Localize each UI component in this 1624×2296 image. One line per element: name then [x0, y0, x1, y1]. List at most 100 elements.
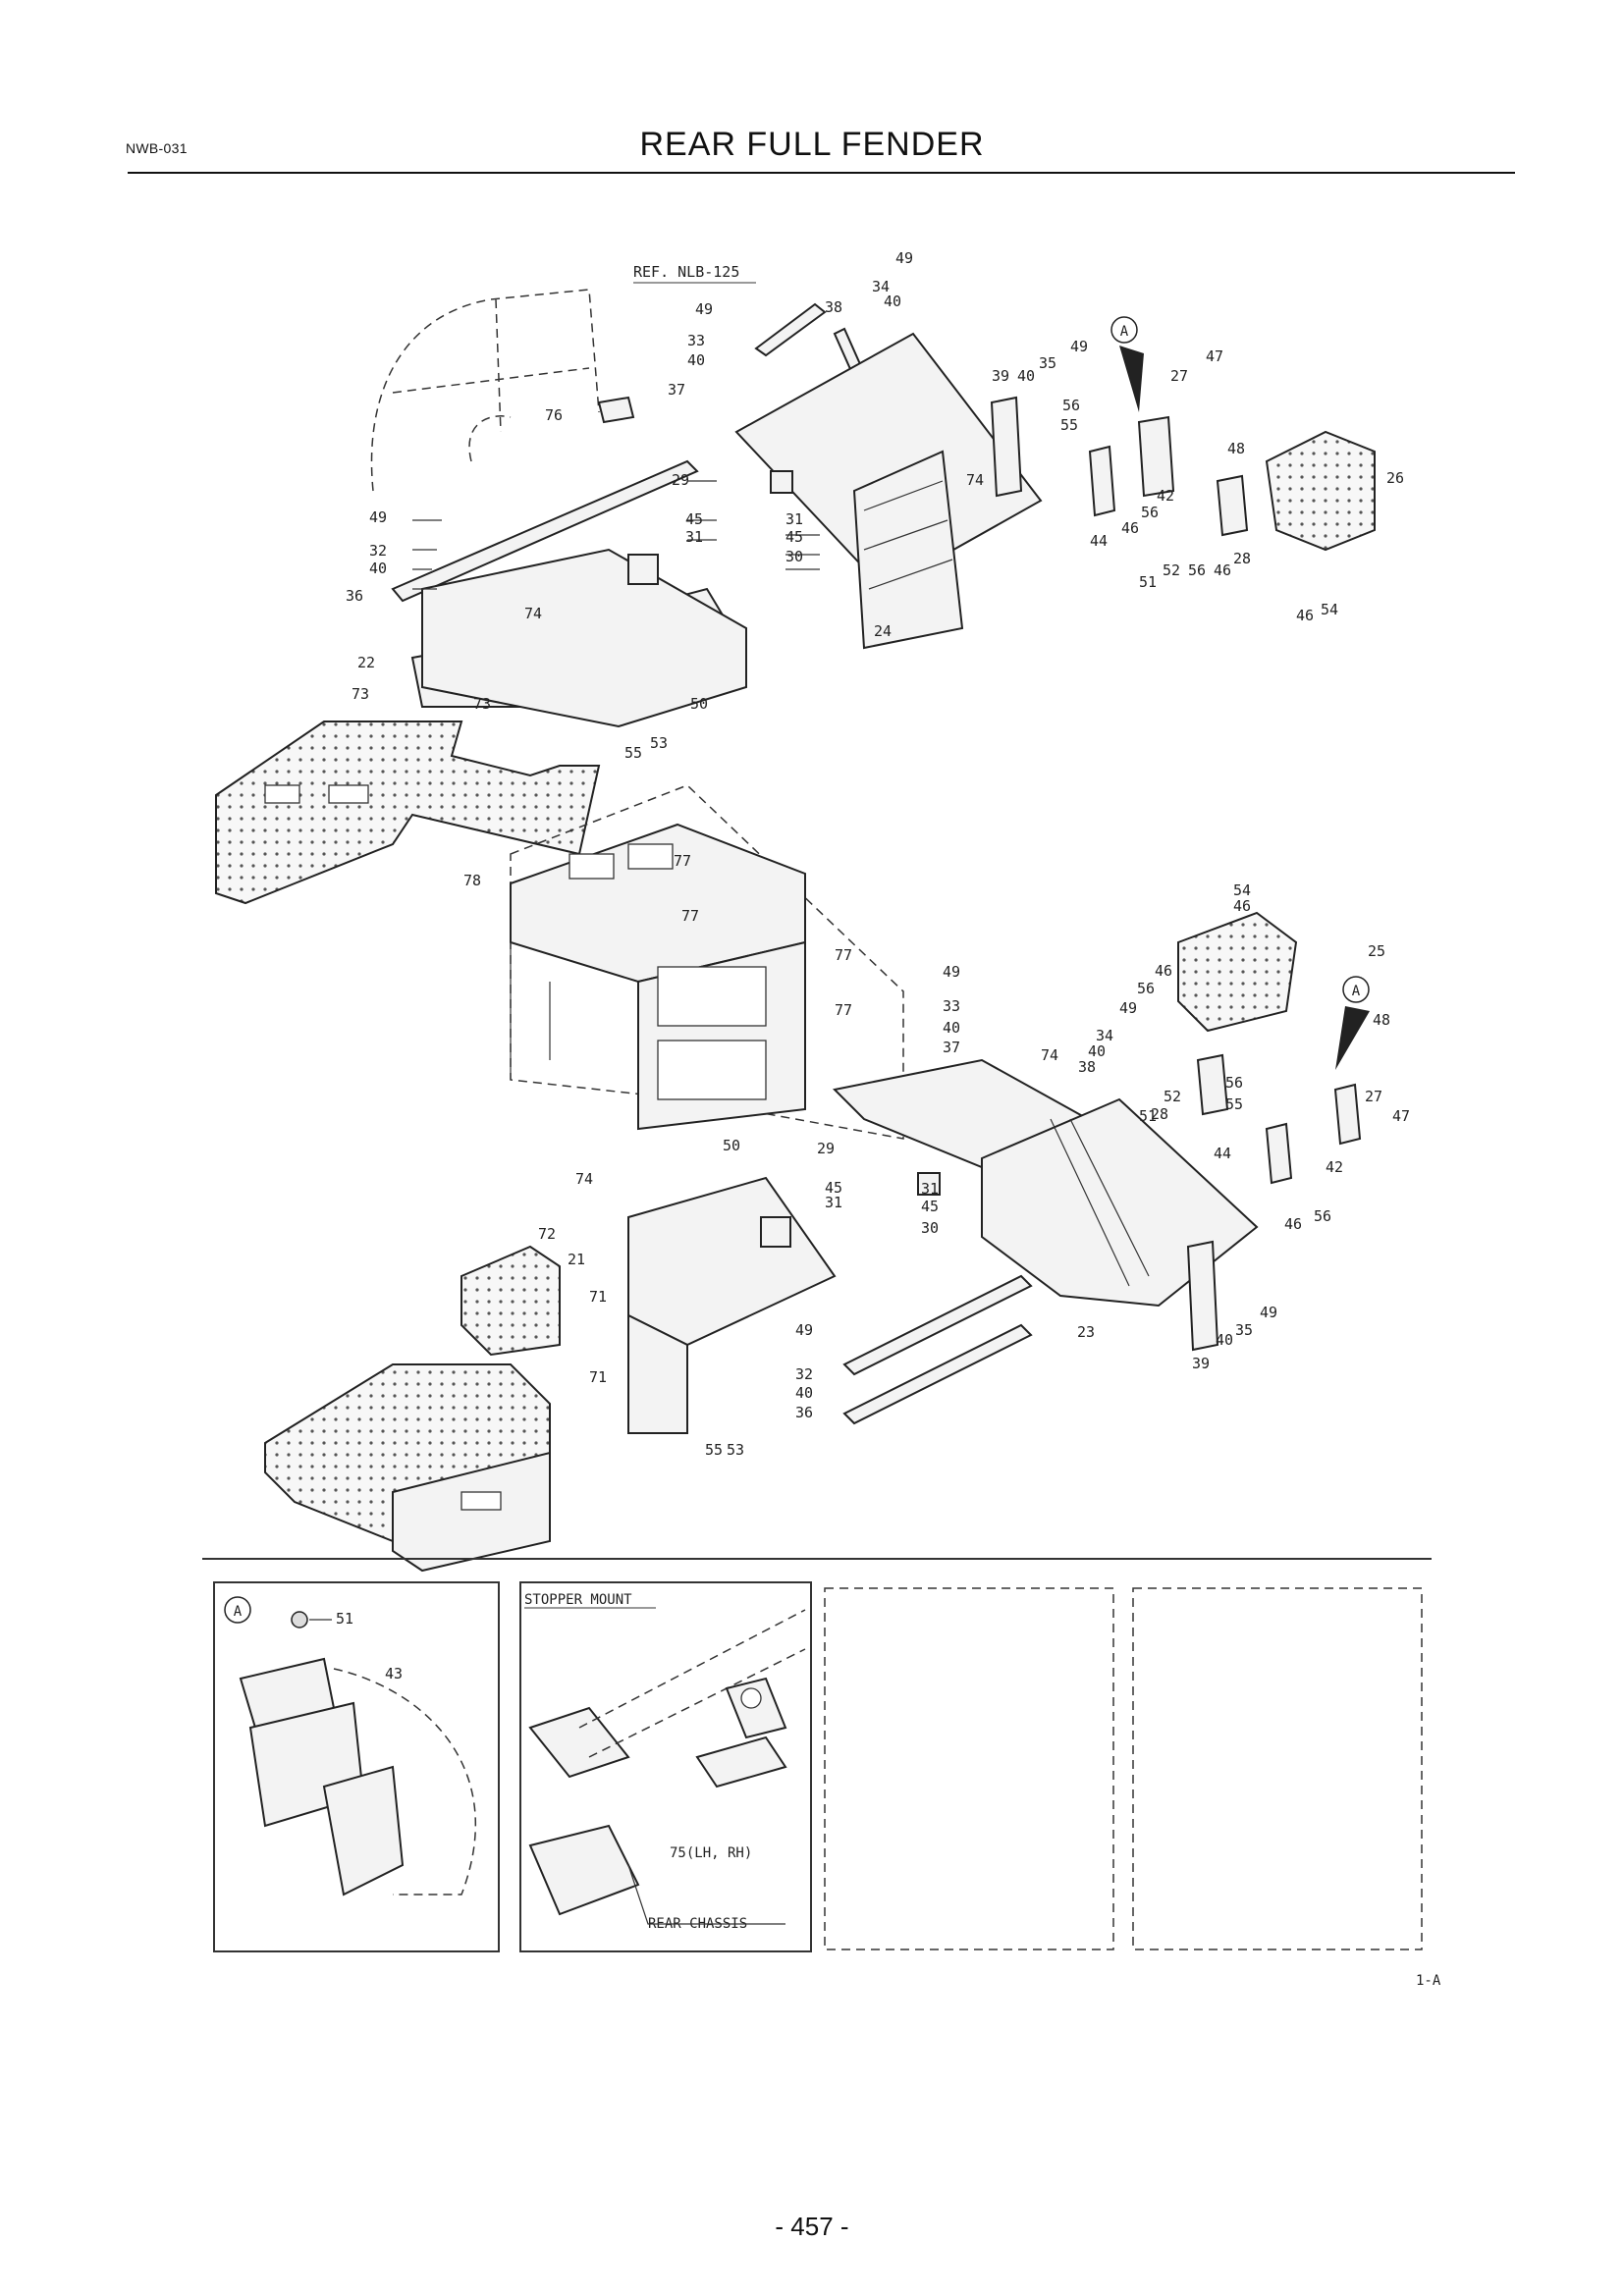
- bracket-44-lower: [1265, 1122, 1293, 1185]
- part-number-label: 54: [1233, 881, 1251, 899]
- bracket-28-lower: [1196, 1053, 1229, 1116]
- part-number-label: 40: [687, 351, 705, 369]
- part-number-label: 34: [872, 278, 890, 295]
- bracket-42: [1137, 415, 1175, 498]
- fender-24: [734, 332, 1043, 591]
- page-title: REAR FULL FENDER: [639, 126, 985, 163]
- rubber-mount-lower: [917, 1172, 941, 1196]
- part-number-label: 77: [835, 946, 852, 964]
- cab-frame: [510, 784, 904, 1140]
- document-code: NWB-031: [126, 140, 188, 156]
- plate-39-lower: [1186, 1240, 1219, 1352]
- part-number-label: 22: [357, 654, 375, 671]
- part-number-label: 23: [1077, 1323, 1095, 1341]
- part-number-label: 31: [685, 528, 703, 546]
- part-number-label: 56: [1188, 561, 1206, 579]
- part-number-label: 47: [1392, 1107, 1410, 1125]
- strip-32-lower: [842, 1323, 1033, 1425]
- part-number-label: 40: [943, 1019, 960, 1037]
- floor-plate-72: [460, 1245, 561, 1357]
- part-number-label: 32: [795, 1365, 813, 1383]
- part-number-label: 40: [1216, 1331, 1233, 1349]
- part-number-label: 27: [1170, 367, 1188, 385]
- part-number-label: 45: [825, 1179, 842, 1197]
- part-number-label: 49: [695, 300, 713, 318]
- part-number-label: 74: [524, 605, 542, 622]
- part-number-label: 26: [1386, 469, 1404, 487]
- plate-39: [990, 396, 1023, 498]
- part-number-label: 40: [884, 293, 901, 310]
- strip-36: [391, 459, 699, 603]
- inset-blank-1: [824, 1587, 1114, 1950]
- part-number-label: 36: [795, 1404, 813, 1421]
- tool-box-25: [1177, 911, 1298, 1033]
- part-number-label: 78: [463, 872, 481, 889]
- part-number-label: 48: [1373, 1011, 1390, 1029]
- part-number-label: 74: [966, 471, 984, 489]
- part-number-label: 44: [1090, 532, 1108, 550]
- callout-a-lower: A: [1335, 976, 1370, 1070]
- part-number-label: 49: [1070, 338, 1088, 355]
- part-number-label: 45: [785, 528, 803, 546]
- part-number-label: 55: [705, 1441, 723, 1459]
- part-number-label: 44: [1214, 1145, 1231, 1162]
- part-number-label: 77: [835, 1001, 852, 1019]
- part-number-label: 25: [1368, 942, 1385, 960]
- mount-29: [627, 554, 659, 585]
- part-number-label: 36: [346, 587, 363, 605]
- part-number-label: 32: [369, 542, 387, 560]
- part-number-label: 71: [589, 1368, 607, 1386]
- part-number-label: 40: [1088, 1042, 1106, 1060]
- part-number-label: 56: [1137, 980, 1155, 997]
- part-number-label: 55: [624, 744, 642, 762]
- stopper-mount-title: STOPPER MOUNT: [524, 1592, 632, 1608]
- inset-blank-2: [1132, 1587, 1423, 1950]
- part-number-label: 49: [369, 508, 387, 526]
- part-number-label: 76: [545, 406, 563, 424]
- part-number-label: 71: [589, 1288, 607, 1306]
- part-number-label: 21: [568, 1251, 585, 1268]
- part-number-label: 30: [785, 548, 803, 565]
- part-number-label: 27: [1365, 1088, 1382, 1105]
- part-number-label: 46: [1155, 962, 1172, 980]
- part-number-label: 28: [1151, 1105, 1168, 1123]
- tool-box-26: [1265, 430, 1376, 552]
- upper-fender-assembly: [215, 289, 1376, 905]
- handrail: [370, 289, 600, 492]
- part-number-label: 42: [1326, 1158, 1343, 1176]
- part-number-label: 72: [538, 1225, 556, 1243]
- inset-a-letter: A: [234, 1604, 243, 1620]
- part-number-label: 28: [1233, 550, 1251, 567]
- part-number-label: 30: [921, 1219, 939, 1237]
- floor-plate-73: [215, 721, 601, 905]
- part-number-label: 24: [874, 622, 892, 640]
- part-number-label: 49: [1260, 1304, 1277, 1321]
- part-number-label: 39: [1192, 1355, 1210, 1372]
- part-number-label: 35: [1235, 1321, 1253, 1339]
- inset-stopper-mount: STOPPER MOUNT 75(LH, RH) REAR CHASSIS: [519, 1581, 812, 1952]
- part-number-label: 73: [352, 685, 369, 703]
- part-number-label: 47: [1206, 347, 1223, 365]
- mount-29-lower: [760, 1216, 791, 1248]
- part-number-label: 50: [723, 1137, 740, 1154]
- part-number-label: 56: [1314, 1207, 1331, 1225]
- part-number-label: 45: [921, 1198, 939, 1215]
- part-number-label: 74: [575, 1170, 593, 1188]
- floor-plate-71-side: [392, 1451, 551, 1573]
- callout-a-upper: A: [1110, 316, 1144, 412]
- part-number-label: 40: [795, 1384, 813, 1402]
- part-number-label: 53: [727, 1441, 744, 1459]
- part-number-label: 31: [785, 510, 803, 528]
- part-number-label: 38: [825, 298, 842, 316]
- header-rule: [128, 172, 1515, 174]
- handrail-mount: [597, 396, 635, 424]
- part-number-label: 38: [1078, 1058, 1096, 1076]
- part-number-label: 46: [1214, 561, 1231, 579]
- part-number-label: 56: [1062, 397, 1080, 414]
- part-number-label: 51: [1139, 1107, 1157, 1125]
- part-number-label: 77: [674, 852, 691, 870]
- part-number-label: 46: [1296, 607, 1314, 624]
- inset-detail-a: A 51 43: [213, 1581, 500, 1952]
